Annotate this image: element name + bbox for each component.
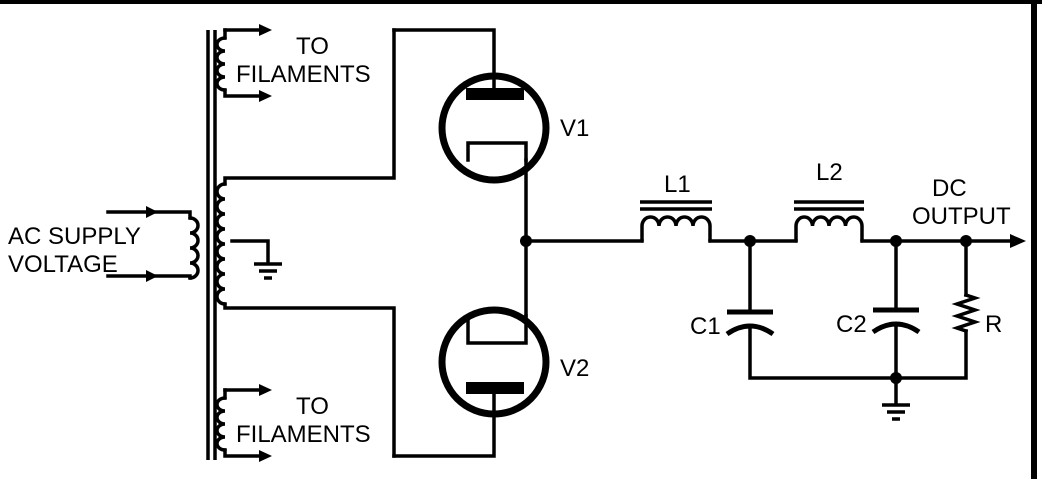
tube-v1-label: V1 [560,115,589,142]
filament-winding-top [215,24,272,102]
tube-v1 [392,28,550,243]
tube-v2 [392,239,550,458]
filter-wiring [524,234,1026,405]
junction-cathodes [520,235,532,247]
dc-output-arrow-icon [1010,234,1026,248]
ac-supply-label-line2: VOLTAGE [8,251,118,278]
to-filaments-bottom-label-line1: TO [296,393,329,420]
capacitor-c1 [725,309,775,337]
secondary-winding [215,28,396,458]
capacitor-c2 [871,307,921,335]
capacitor-c1-label: C1 [690,313,721,340]
junction-output [960,235,972,247]
to-filaments-top-label-line2: FILAMENTS [236,61,371,88]
to-filaments-top-label-line1: TO [296,33,329,60]
junction-ground-return [890,372,902,384]
junction-c1 [744,235,756,247]
inductor-l1 [640,200,712,243]
center-tap-ground-icon [254,262,282,280]
filament-winding-bottom [215,384,272,462]
dc-output-label-line1: DC [932,175,967,202]
dc-output-label-line2: OUTPUT [912,203,1011,230]
capacitor-c2-label: C2 [836,311,867,338]
inductor-l2 [794,200,864,243]
output-ground-icon [882,403,910,421]
inductor-l1-label: L1 [664,171,691,198]
ac-supply-label-line1: AC SUPPLY [8,223,141,250]
primary-winding [106,206,200,282]
transformer [106,24,396,462]
junction-c2 [890,235,902,247]
resistor-r-label: R [985,311,1002,338]
inductor-l2-label: L2 [816,159,843,186]
resistor-r [951,292,981,334]
tube-v2-label: V2 [560,355,589,382]
to-filaments-bottom-label-line2: FILAMENTS [236,421,371,448]
